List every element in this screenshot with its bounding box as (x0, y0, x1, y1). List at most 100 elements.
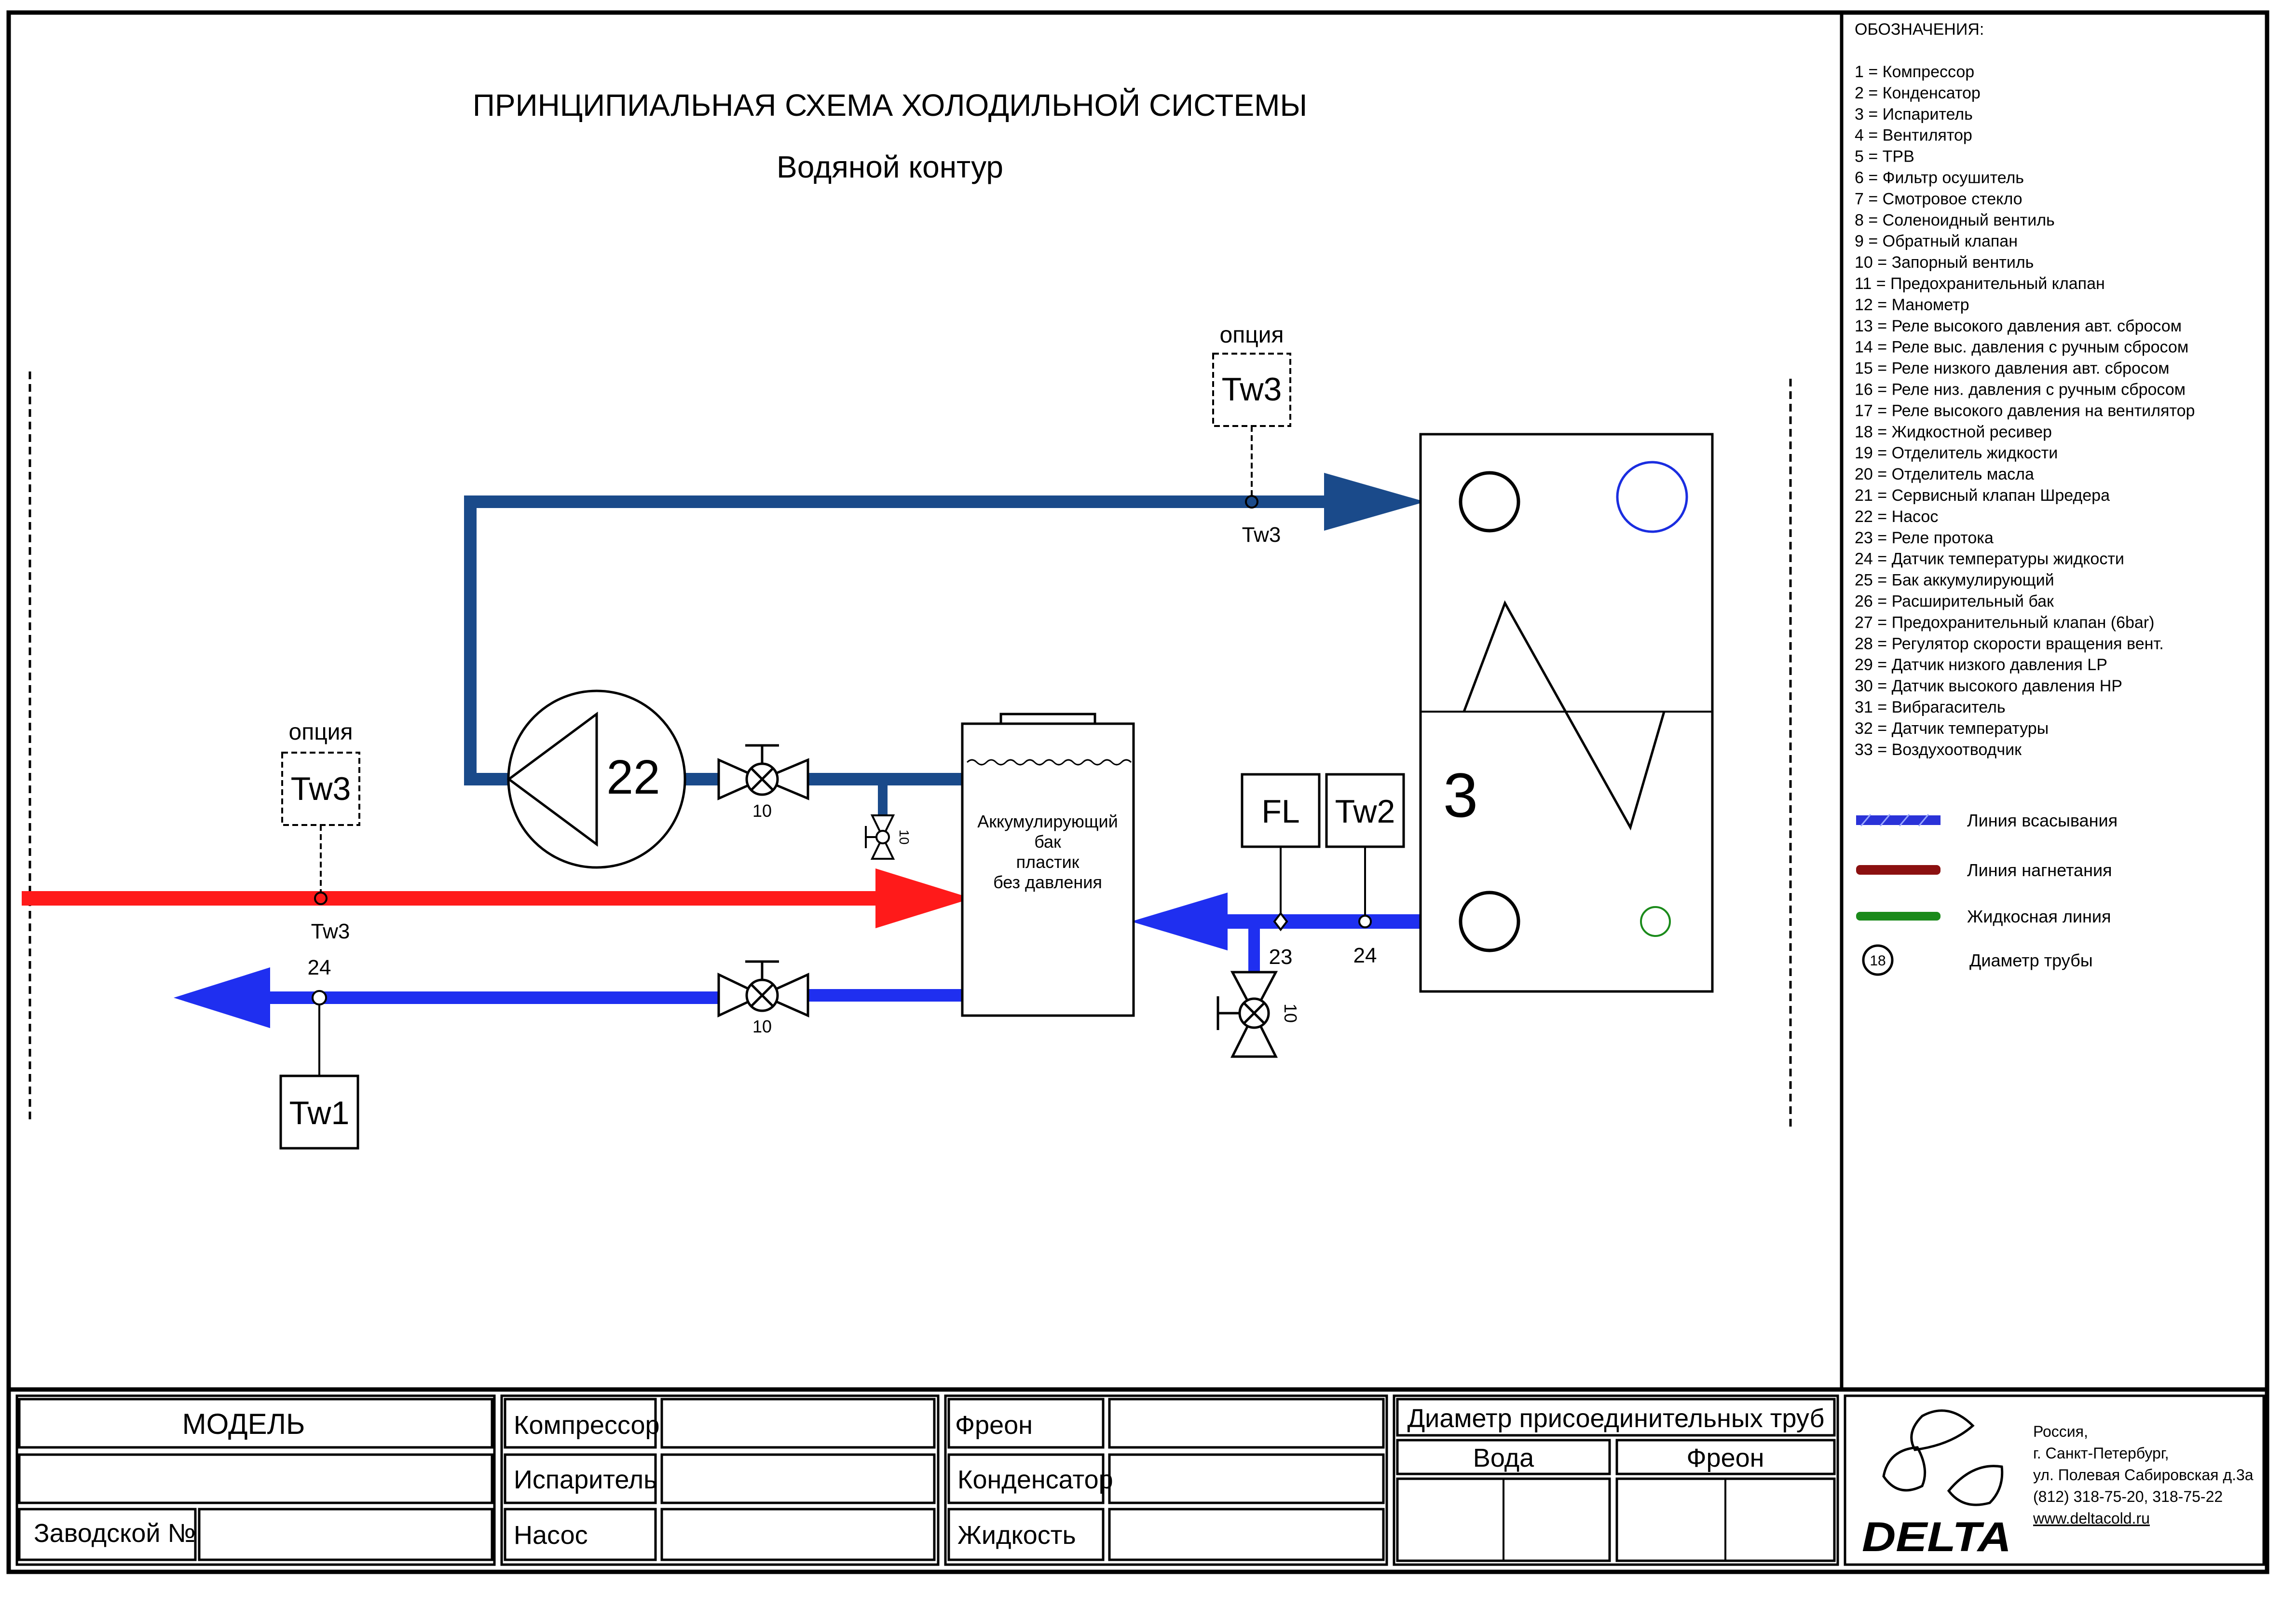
compressor-value-field[interactable] (666, 1403, 931, 1444)
valve-label-bottom: 10 (752, 1017, 772, 1036)
arrow-to-tank (875, 868, 972, 928)
legend-item: 7 = Смотровое стекло (1855, 190, 2023, 208)
company-phone: (812) 318-75-20, 318-75-22 (2033, 1488, 2223, 1505)
legend-items: 1 = Компрессор 2 = Конденсатор 3 = Испарит… (1855, 63, 2195, 759)
legend-item: 10 = Запорный вентиль (1855, 253, 2034, 272)
tank-label-line2: бак (1034, 832, 1061, 852)
liquid-value-field[interactable] (1113, 1513, 1380, 1556)
legend-item: 33 = Воздухоотводчик (1855, 741, 2022, 759)
freon-column-label: Фреон (1687, 1444, 1764, 1472)
legend-suction-swatch (1856, 815, 1941, 825)
legend-item: 8 = Соленоидный вентиль (1855, 211, 2055, 229)
freon-value-field[interactable] (1113, 1403, 1380, 1444)
legend-diameter-icon (1862, 944, 1894, 976)
legend-item: 9 = Обратный клапан (1855, 232, 2018, 250)
legend-item: 5 = ТРВ (1855, 148, 1914, 166)
liquid-label: Жидкость (957, 1521, 1076, 1550)
tw3-box-top (1212, 353, 1291, 427)
pump-value-field[interactable] (666, 1513, 931, 1556)
tw1-box-label: Tw1 (289, 1095, 350, 1131)
evaporator-3: 3 (1419, 433, 1714, 993)
legend-item: 28 = Регулятор скорости вращения вент. (1855, 634, 2164, 653)
condenser-value-field[interactable] (1113, 1458, 1380, 1499)
legend-item: 30 = Датчик высокого давления HP (1855, 677, 2122, 695)
legend-discharge-label: Линия нагнетания (1967, 860, 2112, 880)
legend-suction-label: Линия всасывания (1967, 811, 2118, 830)
valve-label-top: 10 (752, 801, 772, 821)
tw3-label-left: Tw3 (311, 920, 350, 943)
legend-diameter-label: Диаметр трубы (1969, 950, 2093, 970)
shutoff-valve-bottom (717, 960, 809, 1018)
pump-suction-pipe (464, 495, 1331, 785)
sensor-24-right-label: 24 (1353, 944, 1377, 967)
flow-switch-valve (1216, 971, 1278, 1058)
fl-box-label: FL (1261, 793, 1299, 830)
legend-item: 6 = Фильтр осушитель (1855, 169, 2024, 187)
flow-arrows (174, 473, 1425, 1028)
title-block (15, 1394, 2265, 1566)
water-column-label: Вода (1473, 1444, 1534, 1472)
legend-item: 29 = Датчик низкого давления LP (1855, 656, 2107, 674)
company-website[interactable]: www.deltacold.ru (2033, 1510, 2150, 1527)
company-street: ул. Полевая Сабировская д.3а (2033, 1466, 2254, 1484)
serial-label: Заводской № (34, 1519, 195, 1548)
pipe-diameter-heading: Диаметр присоединительных труб (1408, 1404, 1825, 1433)
legend-item: 1 = Компрессор (1855, 63, 1974, 81)
serial-value-field[interactable] (203, 1513, 489, 1557)
legend-item: 20 = Отделитель масла (1855, 465, 2034, 483)
arrow-to-tank-from-evaporator (1131, 893, 1228, 950)
tw1-box (279, 1074, 359, 1150)
legend-item: 15 = Реле низкого давления авт. сбросом (1855, 359, 2170, 378)
legend-item: 13 = Реле высокого давления авт. сбросом (1855, 317, 2182, 335)
drain-valve (865, 814, 895, 860)
boundary-dashed-lines (28, 371, 1792, 1131)
evaporator-number: 3 (1443, 760, 1478, 830)
legend-item: 3 = Испаритель (1855, 105, 1973, 124)
compressor-label: Компрессор (514, 1411, 660, 1440)
legend-item: 26 = Расширительный бак (1855, 592, 2054, 611)
tw3-label-top: Tw3 (1242, 523, 1281, 547)
condenser-label: Конденсатор (957, 1465, 1113, 1494)
legend-item: 11 = Предохранительный клапан (1855, 275, 2105, 293)
legend-item: 32 = Датчик температуры (1855, 719, 2049, 738)
company-city: г. Санкт-Петербург, (2033, 1444, 2169, 1462)
drain-valve-label: 10 (897, 829, 912, 844)
tank-label-line1: Аккумулирующий (977, 812, 1118, 831)
flow-switch-23-label: 23 (1269, 945, 1293, 969)
tw2-box-label: Tw2 (1335, 793, 1395, 830)
pipes (22, 495, 1421, 1004)
tw2-box (1325, 773, 1405, 848)
company-country: Россия, (2033, 1423, 2088, 1440)
model-value-field[interactable] (24, 1459, 487, 1498)
pump-number: 22 (606, 750, 660, 804)
option-label-left: опция (289, 719, 353, 745)
legend-liquid-swatch (1856, 912, 1941, 921)
legend-item: 4 = Вентилятор (1855, 126, 1972, 145)
fl-box (1241, 773, 1321, 848)
sensor-24-left-point (312, 990, 327, 1005)
tw3-box-left-label: Tw3 (291, 770, 351, 807)
sheet-frame (6, 10, 2269, 1574)
legend-diameter-symbol: 18 (1870, 953, 1886, 969)
tank-label-line3: пластик (1016, 852, 1080, 872)
legend-discharge-swatch (1856, 865, 1941, 875)
tw3-top-point (1245, 495, 1258, 509)
legend-item: 14 = Реле выс. давления с ручным сбросом (1855, 338, 2188, 357)
flow-switch-marker (1273, 911, 1288, 932)
legend-item: 2 = Конденсатор (1855, 84, 1981, 102)
freon-label: Фреон (955, 1411, 1033, 1440)
legend-item: 19 = Отделитель жидкости (1855, 444, 2058, 462)
legend-item: 17 = Реле высокого давления на вентилято… (1855, 401, 2195, 420)
accumulator-tank: Аккумулирующий бак пластик без давления (961, 713, 1135, 1017)
legend-item: 24 = Датчик температуры жидкости (1855, 550, 2124, 568)
delta-logo-text: DELTA (1862, 1514, 2011, 1560)
diagram-title: ПРИНЦИПИАЛЬНАЯ СХЕМА ХОЛОДИЛЬНОЙ СИСТЕМЫ (473, 87, 1307, 123)
delta-logo (1882, 1409, 2004, 1506)
legend-item: 16 = Реле низ. давления с ручным сбросом (1855, 381, 2186, 399)
arrow-outlet (174, 967, 270, 1028)
flow-switch-valve-label: 10 (1281, 1004, 1300, 1023)
evaporator-value-field[interactable] (666, 1458, 931, 1499)
model-label: МОДЕЛЬ (182, 1408, 305, 1440)
legend-item: 27 = Предохранительный клапан (6bar) (1855, 613, 2154, 632)
